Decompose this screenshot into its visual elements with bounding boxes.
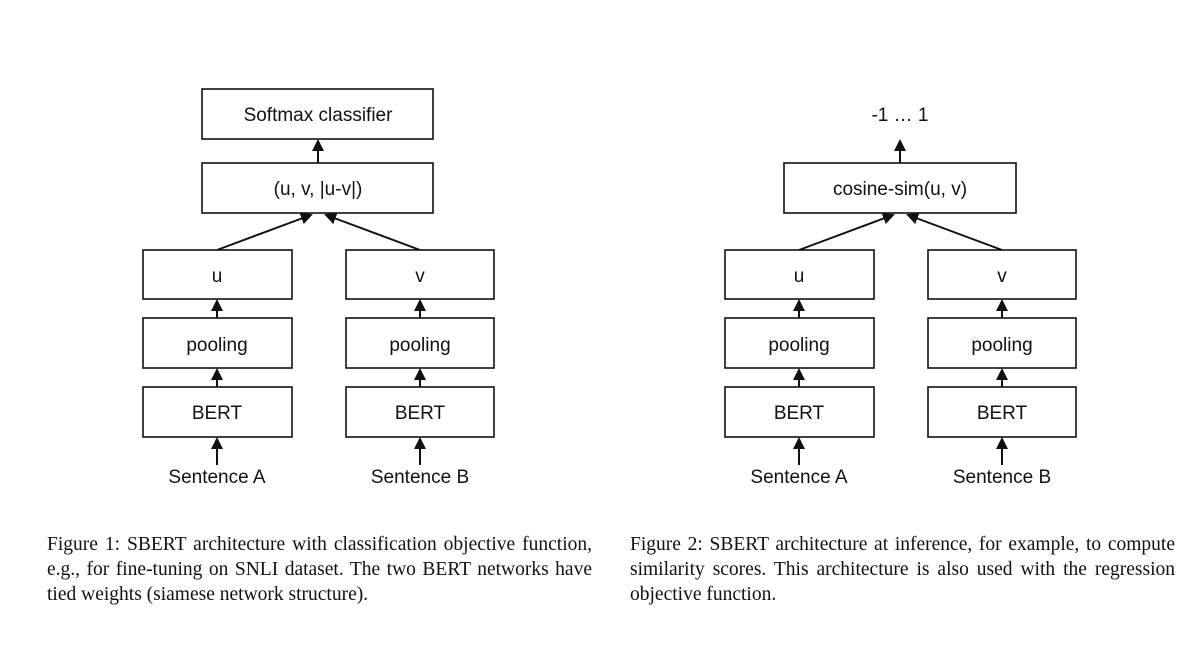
right-branch: v pooling BERT Sentence B — [345, 249, 495, 488]
cosine-sim-label: cosine-sim(u, v) — [833, 179, 967, 200]
sentence-b-label: Sentence B — [953, 467, 1051, 488]
left-branch: u pooling BERT Sentence A — [724, 249, 875, 488]
arrow-u-to-cosine — [798, 212, 895, 251]
pooling-box — [724, 317, 875, 369]
concat-label: (u, v, |u-v|) — [274, 179, 363, 200]
bert-label: BERT — [977, 403, 1028, 424]
bert-box — [724, 386, 875, 438]
left-branch: u pooling BERT Sentence A — [142, 249, 293, 488]
cosine-sim-box — [783, 162, 1017, 214]
arrow-u-to-concat — [216, 212, 313, 251]
figure-2-diagram: -1 … 1 cosine-sim(u, v) u pooling BERT S… — [724, 105, 1077, 488]
sentence-b-label: Sentence B — [371, 467, 469, 488]
bert-label: BERT — [192, 403, 243, 424]
figure-1-diagram: Softmax classifier (u, v, |u-v|) u pooli… — [142, 88, 495, 488]
arrow-v-to-concat — [324, 212, 421, 251]
u-label: u — [794, 266, 805, 287]
output-range-label: -1 … 1 — [871, 105, 928, 126]
bert-box — [142, 386, 293, 438]
pooling-label: pooling — [389, 335, 450, 356]
softmax-classifier-box — [201, 88, 434, 140]
v-label: v — [997, 266, 1007, 287]
concat-box — [201, 162, 434, 214]
pooling-label: pooling — [186, 335, 247, 356]
arrow-v-to-cosine — [906, 212, 1003, 251]
figure-1-caption: Figure 1: SBERT architecture with classi… — [47, 534, 592, 605]
bert-label: BERT — [395, 403, 446, 424]
bert-box — [927, 386, 1077, 438]
sentence-a-label: Sentence A — [168, 467, 266, 488]
v-label: v — [415, 266, 425, 287]
pooling-label: pooling — [768, 335, 829, 356]
u-box — [142, 249, 293, 300]
pooling-label: pooling — [971, 335, 1032, 356]
right-branch: v pooling BERT Sentence B — [927, 249, 1077, 488]
u-label: u — [212, 266, 223, 287]
sentence-a-label: Sentence A — [750, 467, 848, 488]
pooling-box — [345, 317, 495, 369]
pooling-box — [927, 317, 1077, 369]
figure-2-caption: Figure 2: SBERT architecture at inferenc… — [630, 534, 1175, 605]
bert-box — [345, 386, 495, 438]
softmax-classifier-label: Softmax classifier — [244, 105, 394, 126]
v-box — [927, 249, 1077, 300]
v-box — [345, 249, 495, 300]
bert-label: BERT — [774, 403, 825, 424]
